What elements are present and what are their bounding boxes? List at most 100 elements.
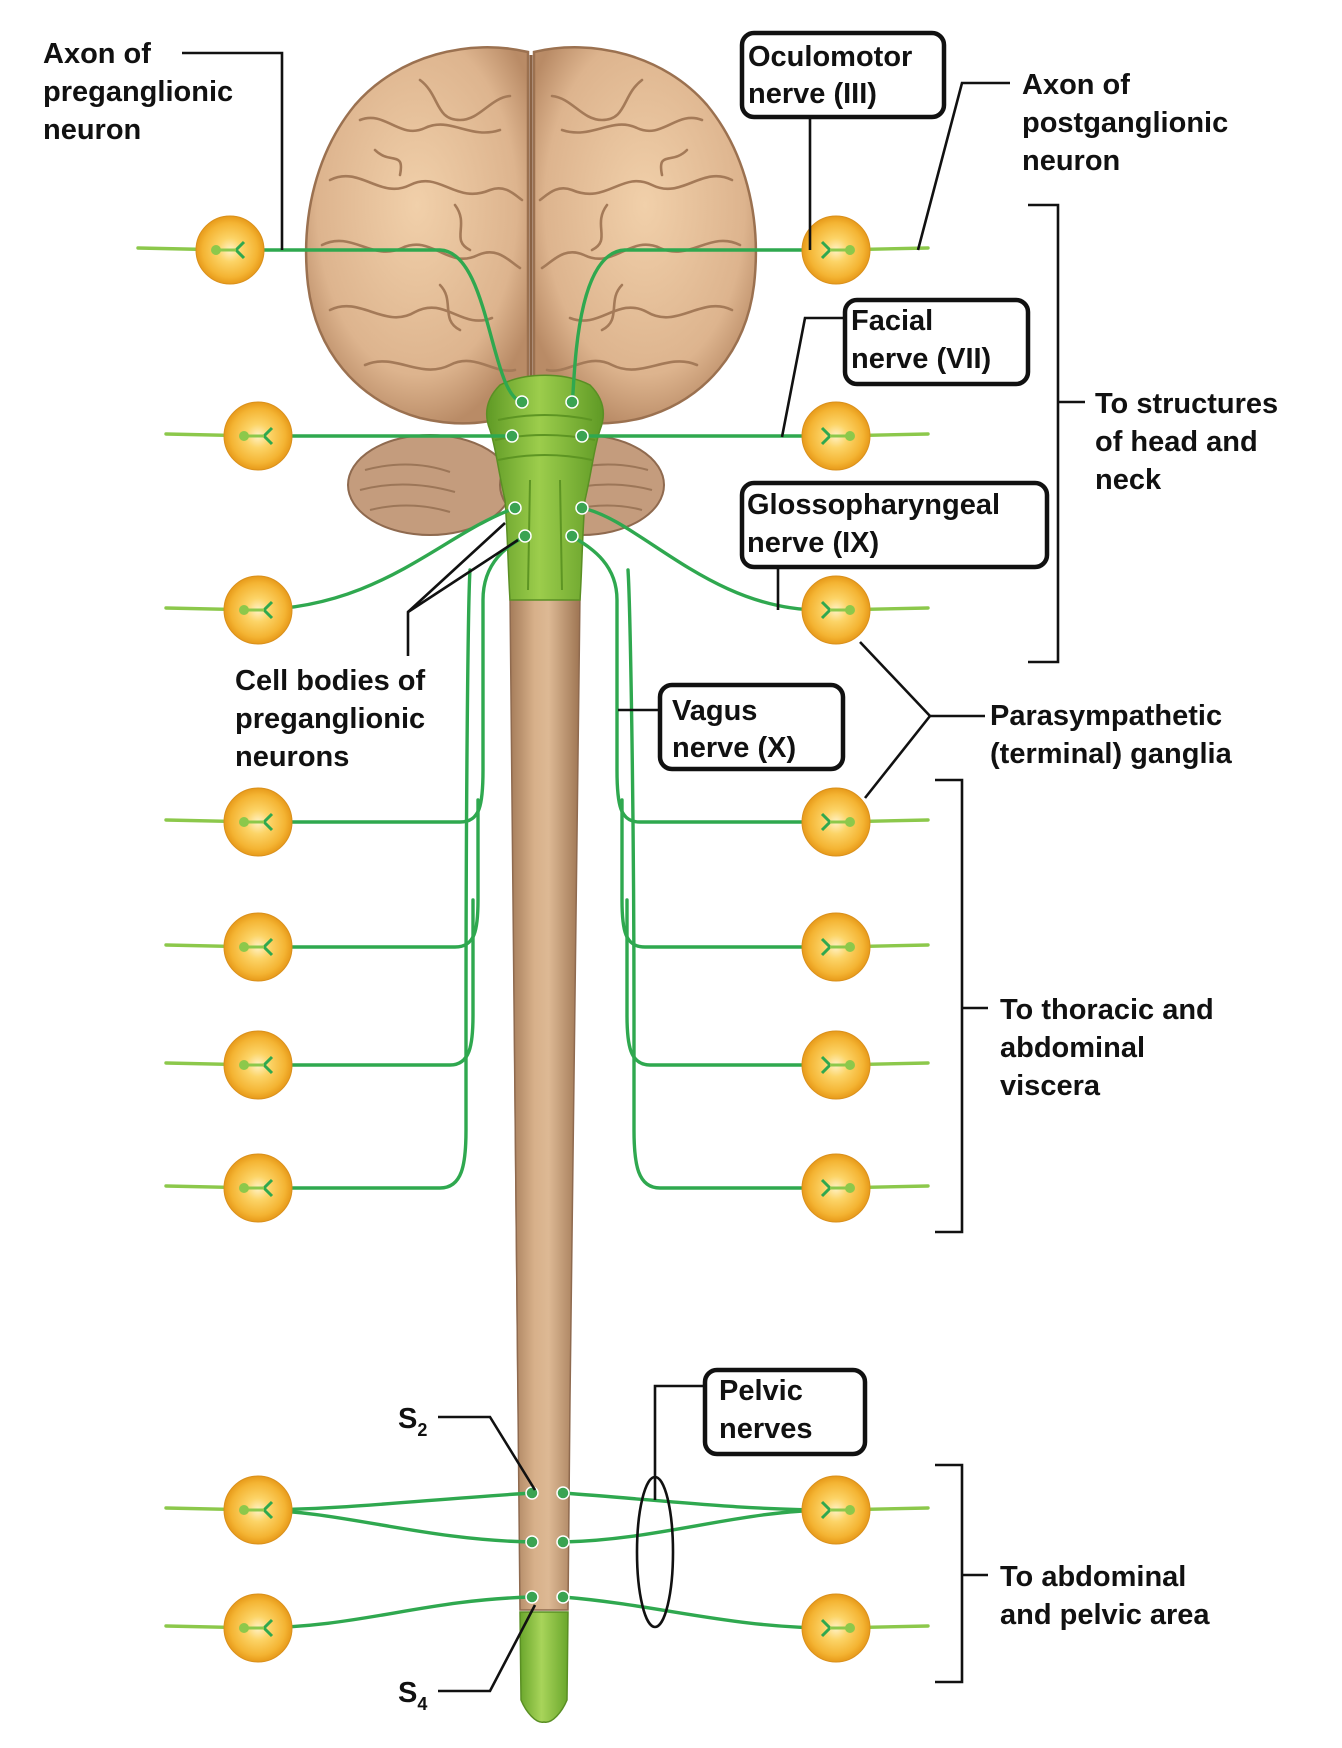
pelvic-box bbox=[702, 1367, 868, 1457]
fiber-oculomotor-right bbox=[570, 248, 844, 404]
vagus-box bbox=[657, 682, 846, 772]
leader-axon-post bbox=[916, 81, 1010, 251]
preganglionic-cell-body-5 bbox=[508, 501, 522, 515]
head-neck-label-3: neck bbox=[1095, 464, 1162, 496]
fiber-pelvic-left-3 bbox=[250, 1595, 534, 1630]
nerve-fibers bbox=[218, 248, 844, 1630]
axon-pre-label-1: Axon of bbox=[43, 38, 151, 70]
cerebral-hemisphere-right bbox=[532, 46, 758, 425]
thoracic-label-2: abdominal bbox=[1000, 1032, 1145, 1064]
glosso-box bbox=[739, 480, 1050, 570]
preganglionic-cell-body-7 bbox=[518, 529, 532, 543]
facial-box bbox=[842, 297, 1031, 387]
axon-post-label-3: neuron bbox=[1022, 145, 1120, 177]
pelvic-label-2: nerves bbox=[719, 1413, 813, 1445]
spinal-cord bbox=[486, 374, 604, 1723]
ganglia-label-1: Parasympathetic bbox=[990, 700, 1222, 732]
cell-bodies-label-2: preganglionic bbox=[235, 703, 425, 735]
oculomotor-box bbox=[739, 30, 947, 120]
cell-bodies-label-1: Cell bodies of bbox=[235, 665, 425, 697]
vagus-label-1: Vagus bbox=[672, 695, 757, 727]
leader-lines bbox=[182, 51, 1085, 1693]
pelvic-nerves-loop bbox=[635, 1475, 675, 1629]
preganglionic-cell-body-3 bbox=[505, 429, 519, 443]
ganglion-left-5 bbox=[164, 912, 293, 982]
ganglion-right-5 bbox=[801, 912, 930, 982]
preganglionic-cell-body-1 bbox=[515, 395, 529, 409]
brain bbox=[304, 46, 758, 536]
preganglionic-cell-body-2 bbox=[565, 395, 579, 409]
ganglion-left-2 bbox=[164, 401, 293, 471]
text-labels: Axon of preganglionic neuron Oculomotor … bbox=[43, 38, 1278, 1714]
pelvic-label-1: Pelvic bbox=[719, 1375, 803, 1407]
leader-ganglia-lower bbox=[863, 715, 932, 799]
ganglion-right-6 bbox=[801, 1030, 930, 1100]
leader-facial bbox=[780, 316, 846, 438]
oculomotor-label-1: Oculomotor bbox=[748, 41, 912, 73]
preganglionic-cell-body-11 bbox=[525, 1535, 539, 1549]
ganglion-right-4 bbox=[801, 787, 930, 857]
head-neck-label-2: of head and bbox=[1095, 426, 1258, 458]
brainstem bbox=[486, 374, 604, 601]
axon-pre-label-3: neuron bbox=[43, 114, 141, 146]
fiber-glosso-right bbox=[580, 506, 822, 612]
abdominal-pelvic-label-2: and pelvic area bbox=[1000, 1599, 1210, 1631]
preganglionic-cell-body-14 bbox=[556, 1590, 570, 1604]
preganglionic-cell-body-4 bbox=[575, 429, 589, 443]
fiber-pelvic-right-3 bbox=[561, 1595, 834, 1630]
leader-cell-bodies-2 bbox=[407, 538, 519, 614]
nerve-name-boxes bbox=[657, 30, 1050, 1457]
ganglion-left-6 bbox=[164, 1030, 293, 1100]
ganglion-left-4 bbox=[164, 787, 293, 857]
s4-label: S4 bbox=[398, 1677, 427, 1714]
facial-label-1: Facial bbox=[851, 305, 933, 337]
preganglionic-cell-body-12 bbox=[556, 1535, 570, 1549]
fiber-pelvic-right-1 bbox=[561, 1491, 834, 1512]
vagus-label-2: nerve (X) bbox=[672, 732, 796, 764]
ganglion-right-2 bbox=[801, 401, 930, 471]
fiber-vagus-left-4 bbox=[250, 568, 472, 1190]
bracket-pelvic bbox=[935, 1463, 964, 1684]
brainstem-ridges bbox=[494, 414, 596, 591]
preganglionic-cell-body-13 bbox=[525, 1590, 539, 1604]
glosso-label-1: Glossopharyngeal bbox=[747, 489, 1000, 521]
fiber-oculomotor-left bbox=[218, 248, 524, 404]
ganglia bbox=[136, 215, 930, 1663]
ganglion-right-1 bbox=[801, 215, 930, 285]
leader-cell-bodies bbox=[406, 522, 506, 656]
fiber-pelvic-right-2 bbox=[561, 1508, 834, 1544]
s2-subscript: 2 bbox=[417, 1420, 427, 1440]
head-neck-label-1: To structures bbox=[1095, 388, 1278, 420]
ganglion-right-9 bbox=[801, 1593, 930, 1663]
ganglion-left-3 bbox=[164, 575, 293, 645]
s4-subscript: 4 bbox=[417, 1694, 427, 1714]
axon-post-label-2: postganglionic bbox=[1022, 107, 1228, 139]
ganglia-label-2: (terminal) ganglia bbox=[990, 738, 1233, 770]
cerebral-hemisphere-left bbox=[304, 46, 530, 425]
ganglion-right-8 bbox=[801, 1475, 930, 1545]
oculomotor-label-2: nerve (III) bbox=[748, 78, 877, 110]
bracket-thoracic bbox=[935, 778, 964, 1234]
fiber-pelvic-left-1 bbox=[250, 1491, 534, 1512]
cell-bodies bbox=[505, 395, 589, 1604]
leader-ganglia-upper bbox=[859, 641, 931, 717]
axon-pre-label-2: preganglionic bbox=[43, 76, 233, 108]
leader-s2 bbox=[438, 1415, 537, 1491]
leader-pelvic bbox=[653, 1384, 705, 1500]
axon-post-label-1: Axon of bbox=[1022, 69, 1130, 101]
fiber-vagus-left-3 bbox=[250, 898, 475, 1067]
glosso-label-2: nerve (IX) bbox=[747, 527, 879, 559]
s4-letter: S bbox=[398, 1677, 417, 1709]
preganglionic-cell-body-8 bbox=[565, 529, 579, 543]
ganglion-left-9 bbox=[164, 1593, 293, 1663]
s2-label: S2 bbox=[398, 1403, 427, 1440]
fiber-vagus-right-1 bbox=[570, 534, 834, 824]
facial-label-2: nerve (VII) bbox=[851, 343, 991, 375]
ganglion-right-3 bbox=[801, 575, 930, 645]
cell-bodies-label-3: neurons bbox=[235, 741, 349, 773]
ganglion-right-7 bbox=[801, 1153, 930, 1223]
ganglion-left-8 bbox=[164, 1475, 293, 1545]
preganglionic-cell-body-10 bbox=[556, 1486, 570, 1500]
abdominal-pelvic-label-1: To abdominal bbox=[1000, 1561, 1186, 1593]
